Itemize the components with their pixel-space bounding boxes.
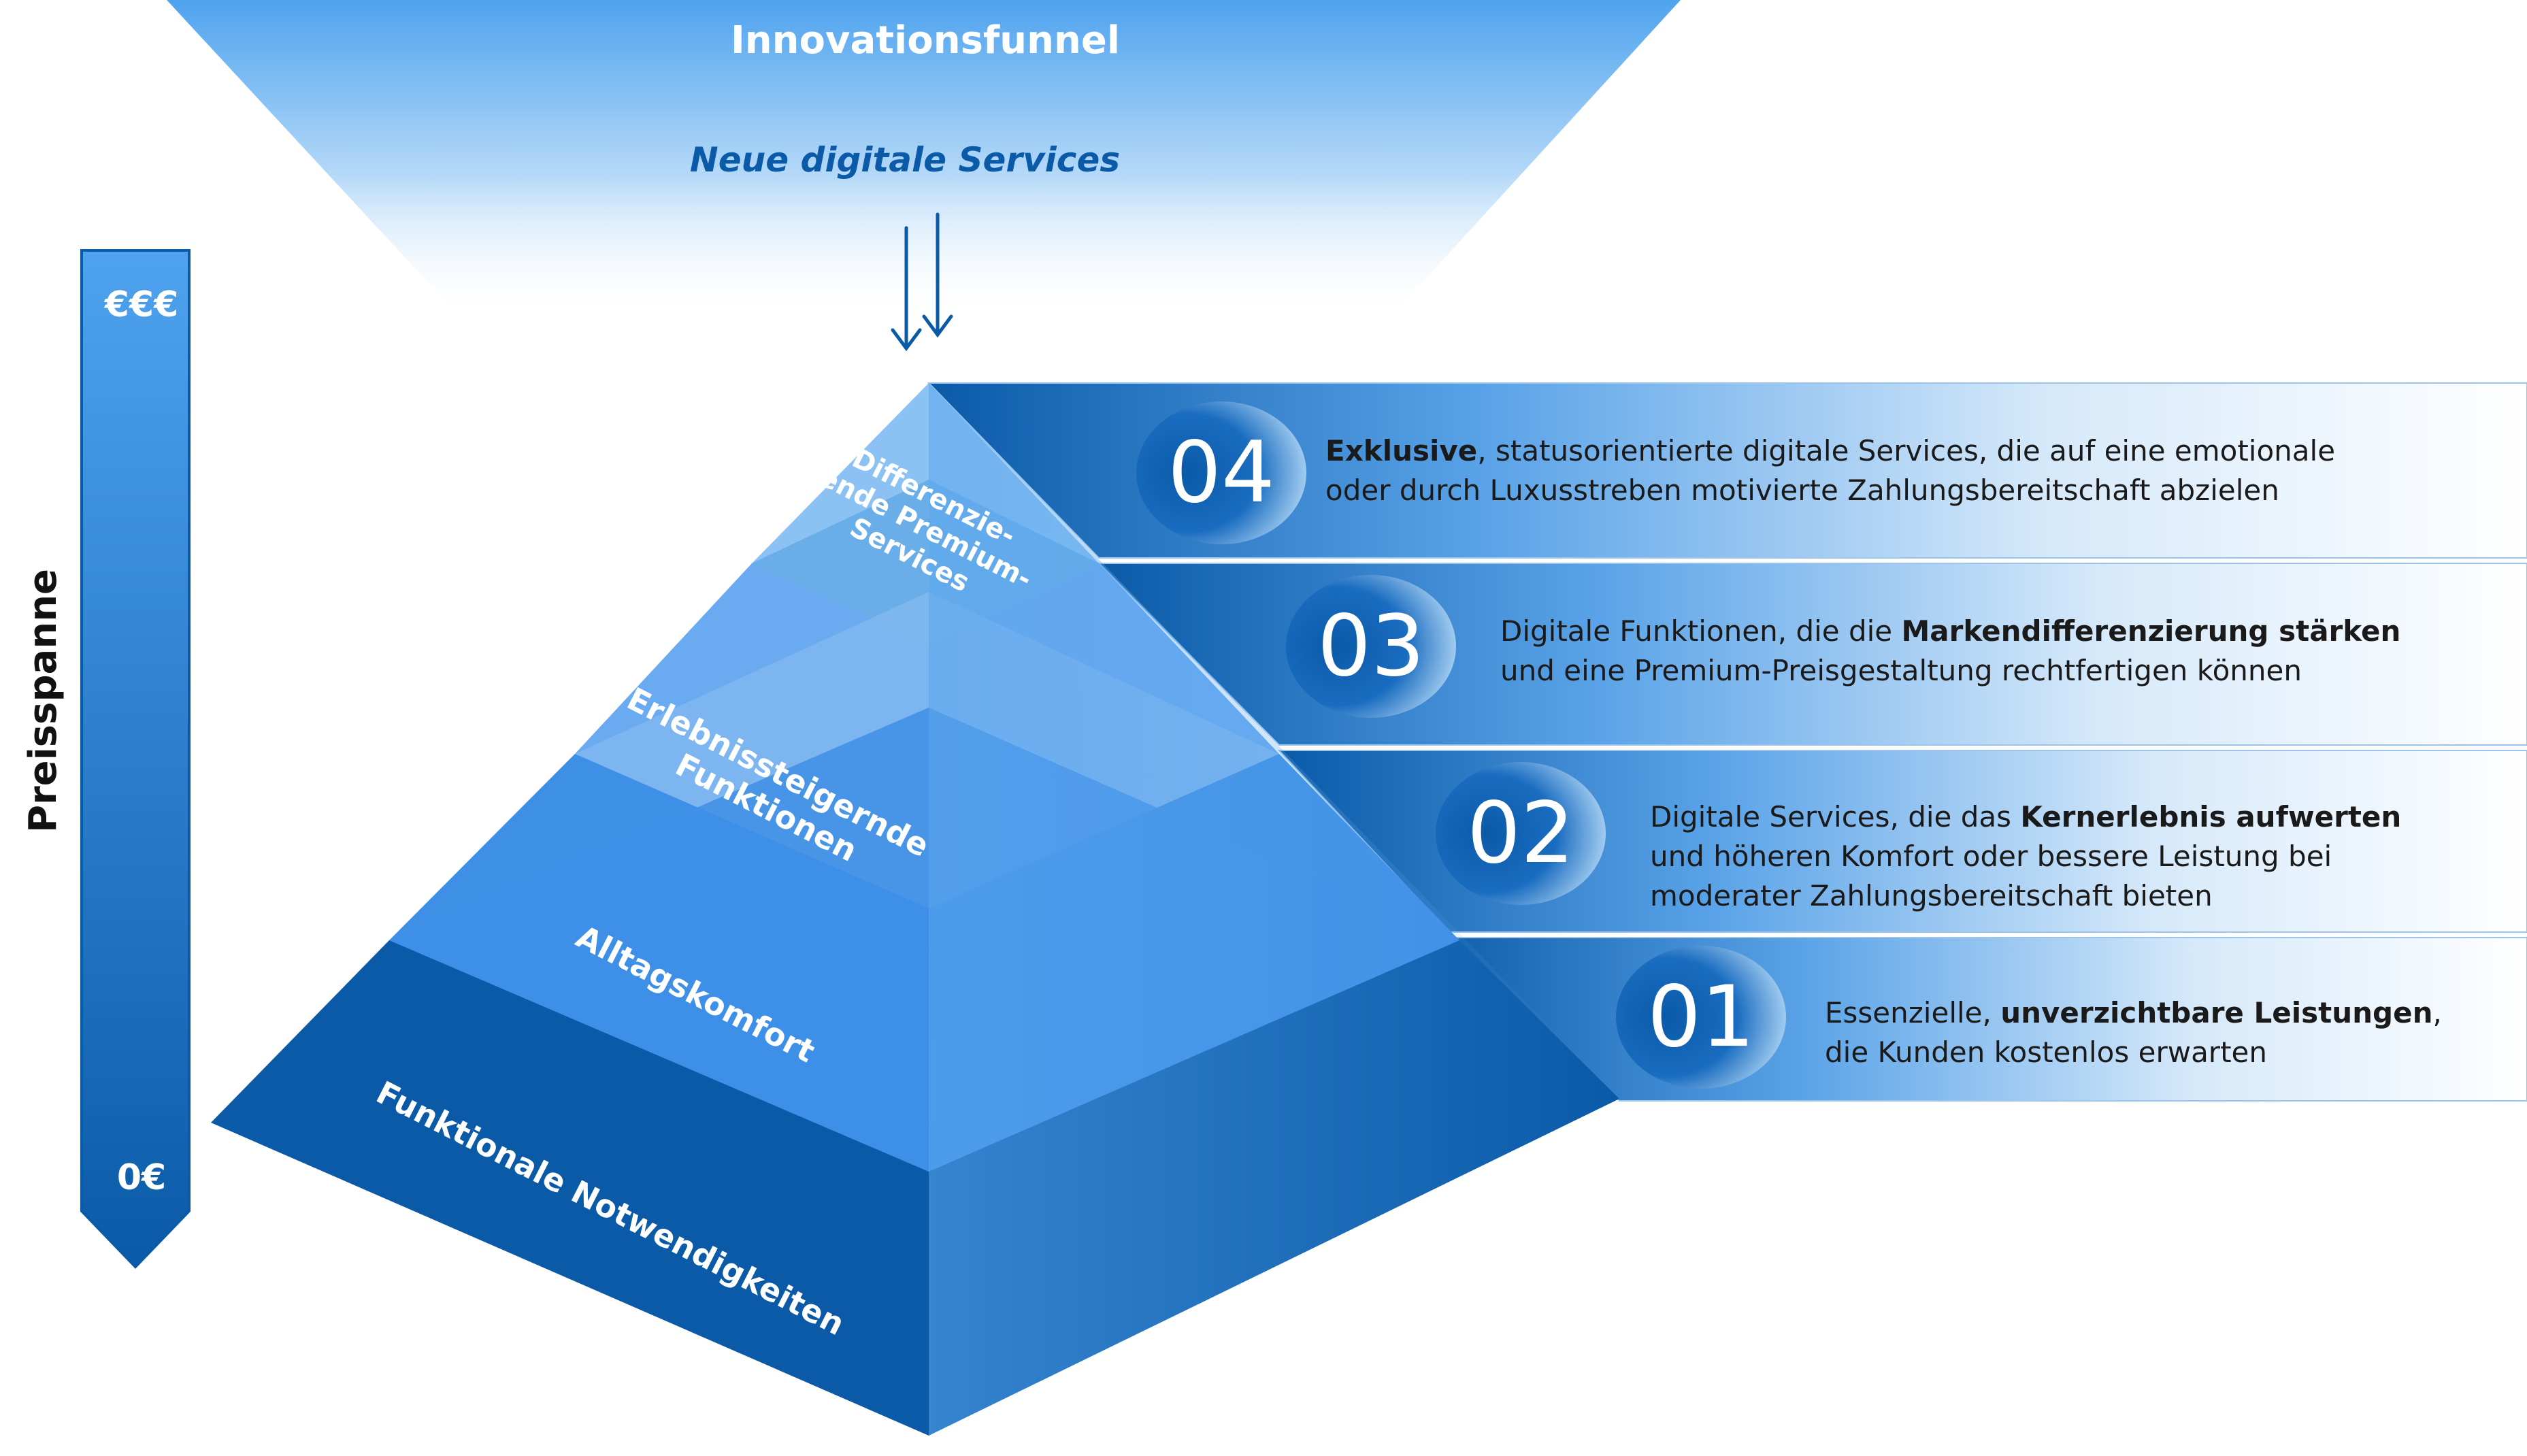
price-range-bar	[80, 249, 191, 1269]
level-04-description: Exklusive, statusorientierte digitale Se…	[1325, 431, 2335, 510]
description-text: Digitale Funktionen, die die	[1500, 614, 1902, 648]
description-text: und höheren Komfort oder bessere Leistun…	[1650, 840, 2332, 873]
pyramid-right-face	[929, 383, 1619, 1436]
funnel-title: Innovationsfunnel	[731, 18, 1120, 63]
description-text: ,	[2432, 996, 2442, 1029]
level-02-description: Digitale Services, die das Kernerlebnis …	[1650, 797, 2401, 916]
description-text: Essenzielle,	[1825, 996, 2001, 1029]
description-line: oder durch Luxusstreben motivierte Zahlu…	[1325, 471, 2335, 510]
funnel-subtitle: Neue digitale Services	[690, 140, 1120, 180]
price-top-label: €€€	[104, 284, 179, 325]
number-01: 01	[1647, 968, 1755, 1066]
description-text: , statusorientierte digitale Services, d…	[1477, 434, 2336, 467]
description-text: moderater Zahlungsbereitschaft bieten	[1650, 879, 2213, 912]
level-01-description: Essenzielle, unverzichtbare Leistungen,d…	[1825, 993, 2442, 1072]
description-line: moderater Zahlungsbereitschaft bieten	[1650, 876, 2401, 916]
number-circle-01: 01	[1616, 946, 1786, 1089]
pyramid	[211, 383, 1619, 1436]
description-line: und höheren Komfort oder bessere Leistun…	[1650, 837, 2401, 876]
number-circle-03: 03	[1286, 575, 1456, 718]
price-bottom-label: 0€	[117, 1157, 166, 1198]
description-text: und eine Premium-Preisgestaltung rechtfe…	[1500, 654, 2302, 687]
number-02: 02	[1467, 784, 1574, 882]
panel-04	[927, 382, 2527, 559]
down-arrows-icon	[891, 212, 953, 352]
number-circle-02: 02	[1436, 762, 1606, 905]
description-text: die Kunden kostenlos erwarten	[1825, 1036, 2267, 1069]
description-line: die Kunden kostenlos erwarten	[1825, 1033, 2442, 1072]
description-line: Digitale Funktionen, die die Markendiffe…	[1500, 612, 2400, 651]
description-line: Essenzielle, unverzichtbare Leistungen,	[1825, 993, 2442, 1033]
description-line: und eine Premium-Preisgestaltung rechtfe…	[1500, 651, 2400, 691]
innovation-funnel	[167, 0, 1681, 320]
description-emphasis: Exklusive	[1325, 434, 1478, 467]
description-emphasis: Kernerlebnis aufwerten	[2020, 800, 2402, 833]
description-line: Exklusive, statusorientierte digitale Se…	[1325, 431, 2335, 471]
number-03: 03	[1317, 597, 1425, 695]
number-04: 04	[1168, 424, 1275, 522]
description-emphasis: Markendifferenzierung stärken	[1901, 614, 2401, 648]
description-line: Digitale Services, die das Kernerlebnis …	[1650, 797, 2401, 837]
description-text: Digitale Services, die das	[1650, 800, 2021, 833]
level-03-description: Digitale Funktionen, die die Markendiffe…	[1500, 612, 2400, 691]
description-emphasis: unverzichtbare Leistungen	[2000, 996, 2433, 1029]
price-axis-label: Preisspanne	[21, 569, 65, 833]
number-circle-04: 04	[1136, 401, 1306, 544]
description-text: oder durch Luxusstreben motivierte Zahlu…	[1325, 474, 2279, 507]
